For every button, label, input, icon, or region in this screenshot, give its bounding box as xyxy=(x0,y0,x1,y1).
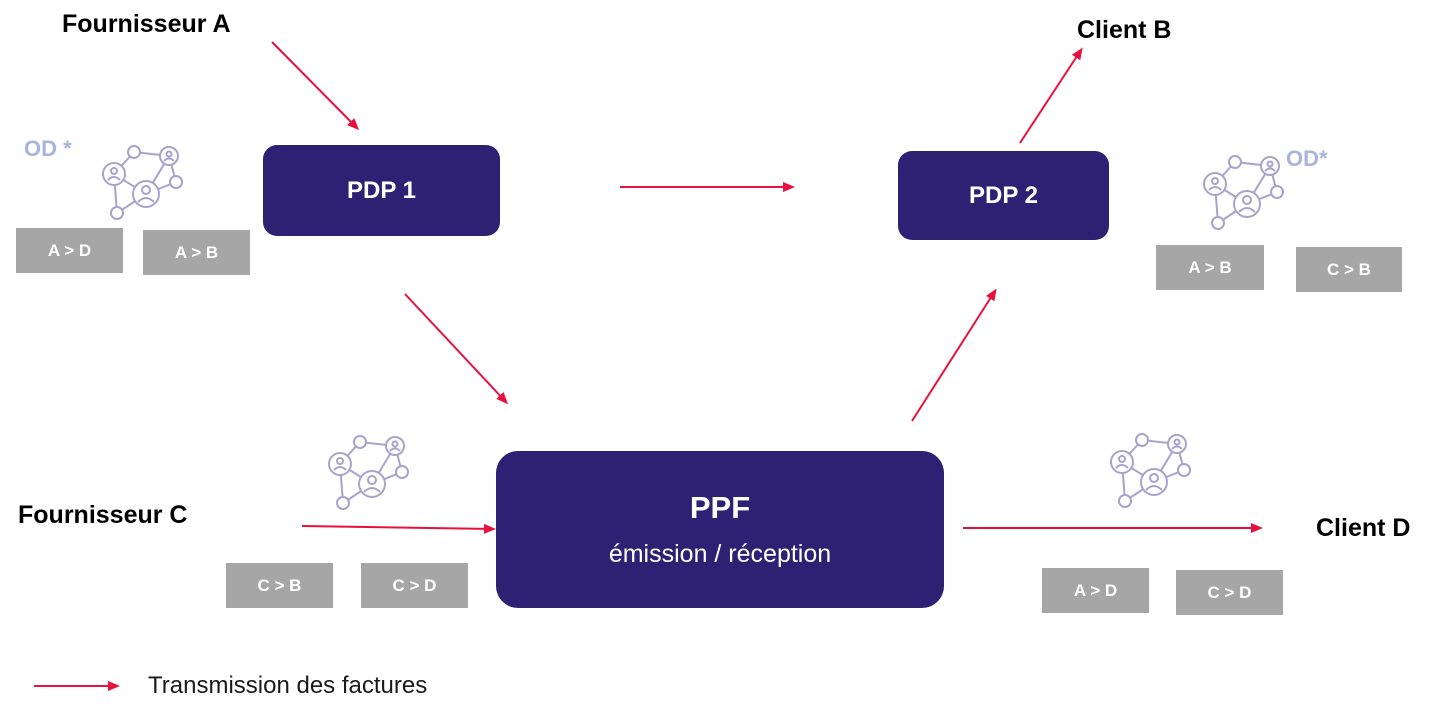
label-client-d: Client D xyxy=(1316,514,1411,542)
tag-cd-left: A > D xyxy=(1042,568,1149,613)
label-client-b: Client B xyxy=(1077,16,1172,44)
node-ppf-subtitle: émission / réception xyxy=(608,540,832,568)
node-pdp1: PDP 1 xyxy=(263,145,500,236)
tag-fc-left: C > B xyxy=(226,563,333,608)
label-od-right: OD* xyxy=(1286,146,1328,171)
tag-cd-right: C > D xyxy=(1176,570,1283,615)
label-fournisseur-c: Fournisseur C xyxy=(18,501,188,529)
tag-pdp1-left: A > D xyxy=(16,228,123,273)
network-icon xyxy=(328,435,409,510)
tag-pdp2-left: A > B xyxy=(1156,245,1264,290)
label-od-left: OD * xyxy=(24,136,72,161)
tag-fc-right: C > D xyxy=(361,563,468,608)
arrow-fc-ppf xyxy=(301,523,496,534)
arrow-pdp1-ppf xyxy=(404,293,509,405)
legend-text: Transmission des factures xyxy=(148,672,428,699)
node-ppf-title: PPF xyxy=(689,490,751,525)
node-pdp2: PDP 2 xyxy=(898,151,1109,240)
network-icon xyxy=(1110,433,1191,508)
node-pdp1-title: PDP 1 xyxy=(347,176,416,204)
tag-pdp1-right: A > B xyxy=(143,230,250,275)
tag-pdp2-right: C > B xyxy=(1296,247,1402,292)
network-icon xyxy=(102,145,183,220)
network-icon xyxy=(1203,155,1284,230)
label-fournisseur-a: Fournisseur A xyxy=(62,10,231,38)
arrow-pdp2-clientb xyxy=(1019,47,1083,144)
node-pdp2-title: PDP 2 xyxy=(969,181,1038,209)
arrow-ppf-pdp2 xyxy=(911,288,997,422)
node-ppf: PPF émission / réception xyxy=(496,451,944,608)
arrow-fa-pdp1 xyxy=(271,41,360,131)
